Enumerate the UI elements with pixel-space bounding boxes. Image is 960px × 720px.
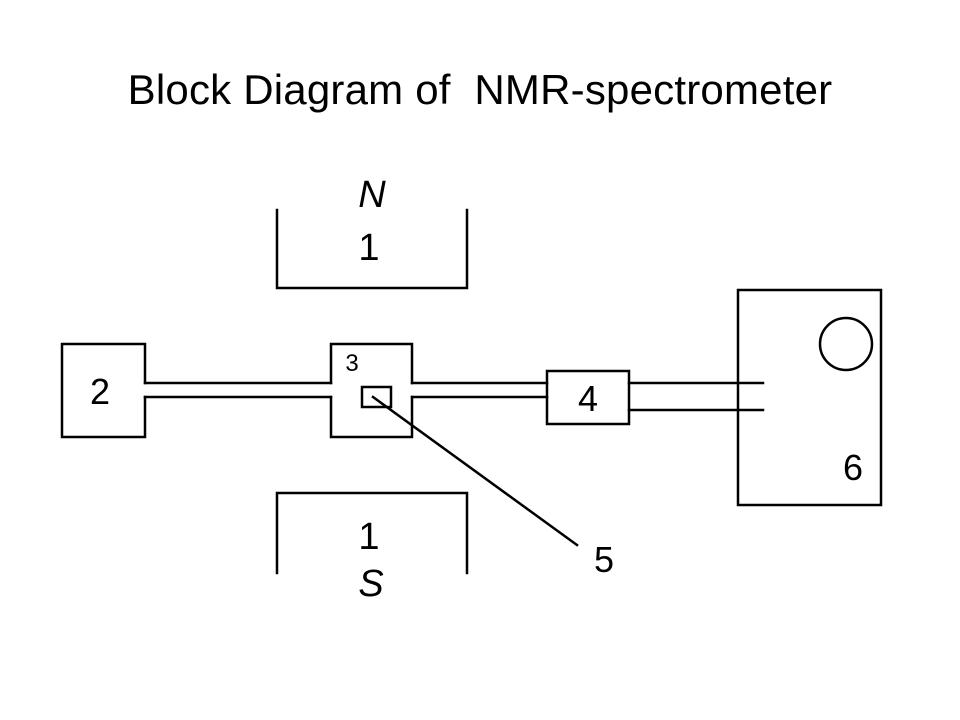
- sample-rect: [360, 385, 393, 409]
- label-block-5: 5: [594, 539, 614, 580]
- label-magnet-bottom-pole: S: [358, 563, 383, 605]
- label-block-3: 3: [345, 350, 358, 377]
- magnet-bottom-outline: [275, 491, 469, 575]
- label-block-2: 2: [90, 371, 110, 412]
- leader-line-5: [371, 395, 579, 547]
- block-2-outline: [60, 342, 147, 439]
- display-screen-circle: [818, 316, 874, 372]
- page-title: Block Diagram of NMR-spectrometer: [127, 66, 833, 113]
- block-6-outline: [736, 288, 883, 507]
- label-magnet-top-number: 1: [358, 227, 379, 269]
- label-block-6: 6: [843, 447, 863, 488]
- label-block-4: 4: [578, 378, 598, 419]
- label-magnet-bottom-number: 1: [358, 516, 379, 558]
- magnet-top-outline: [275, 208, 469, 290]
- block-3-outline: [329, 342, 414, 439]
- block-4-outline: [545, 369, 631, 426]
- label-magnet-top-pole: N: [358, 174, 386, 216]
